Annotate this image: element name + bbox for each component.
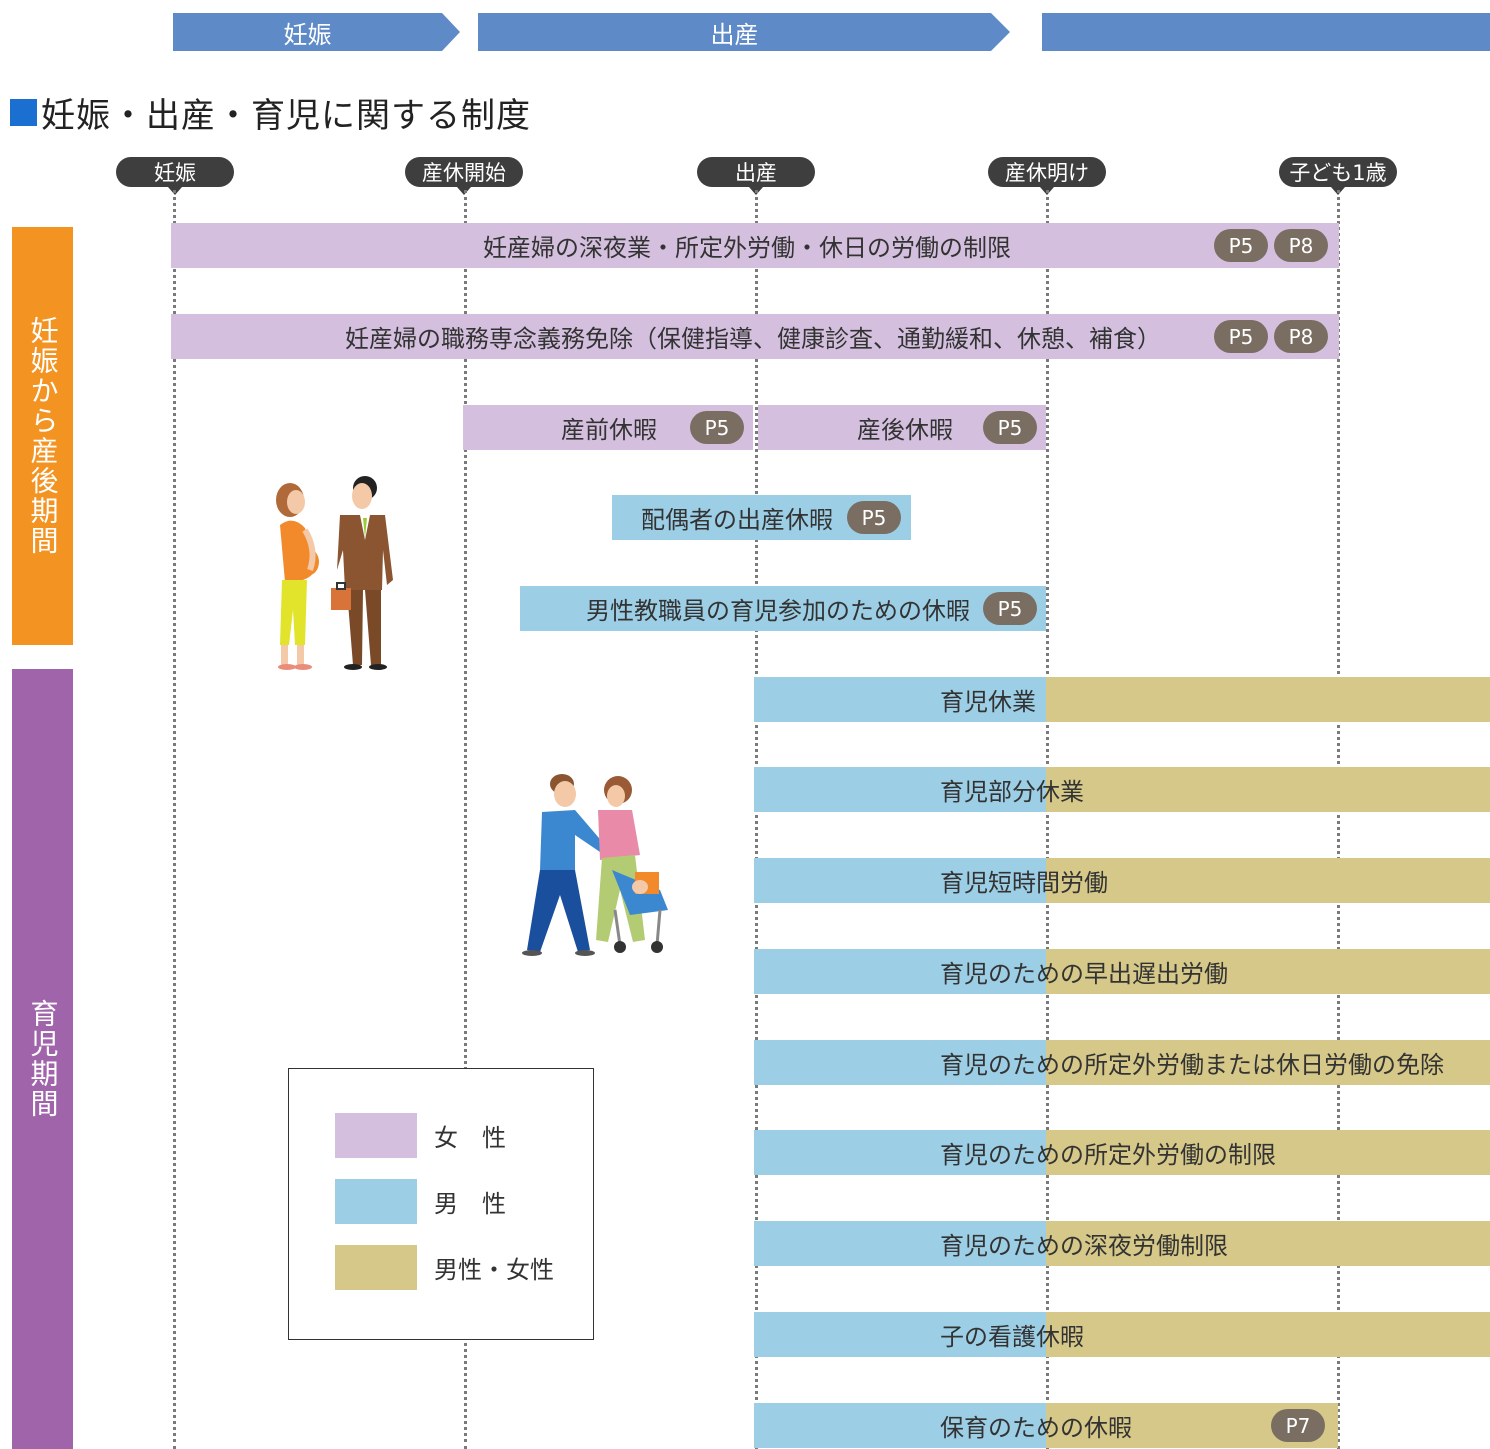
legend-label-male: 男 性 [434, 1190, 506, 1218]
section-title: 妊娠・出産・育児に関する制度 [10, 88, 531, 137]
bar-late-night-limit-label: 妊産婦の深夜業・所定外労働・休日の労働の制限 [483, 234, 1011, 262]
woman-leg-r [297, 645, 304, 665]
badge-p8[interactable]: P8 [1274, 320, 1328, 353]
bar-late-night-limit [171, 223, 1339, 268]
timeline-line-birth [755, 190, 758, 1449]
man-tie [363, 518, 367, 538]
bar-overtime-limit-label: 育児のための所定外労働の制限 [940, 1141, 1276, 1169]
period-childcare-label: 育児期間 [26, 999, 60, 1119]
bar-partial-leave-male [754, 767, 1046, 812]
period-childcare: 育児期間 [12, 669, 73, 1449]
badge-p5[interactable]: P5 [983, 592, 1037, 625]
marker-leave-end: 産休明け [988, 157, 1106, 195]
couple-illustration [276, 476, 393, 670]
legend-label-female: 女 性 [434, 1124, 506, 1152]
title-square-icon [10, 99, 37, 126]
bar-overtime-exemption-label: 育児のための所定外労働または休日労働の免除 [940, 1051, 1444, 1079]
mother-top [598, 810, 640, 860]
bar-early-late-label: 育児のための早出遅出労働 [940, 960, 1228, 988]
legend-swatch-female [335, 1113, 417, 1158]
phase-arrow-birth [478, 13, 1010, 51]
bar-nursing-leave-both [1046, 1312, 1490, 1357]
bar-overtime-limit-male [754, 1130, 1046, 1175]
period-pregnancy-label: 妊娠から産後期間 [26, 316, 60, 556]
baby-face [632, 880, 648, 894]
bar-childcare-leave-male [754, 677, 1046, 722]
bar-prenatal-leave-label: 産前休暇 [561, 416, 657, 444]
legend-swatch-male [335, 1179, 417, 1224]
family-stroller-illustration [522, 774, 668, 956]
phase-label-pregnancy: 妊娠 [283, 20, 332, 49]
legend-label-both: 男性・女性 [434, 1256, 554, 1284]
phase-arrow-pregnancy [173, 13, 460, 51]
bar-spouse-birth-leave-label: 配偶者の出産休暇 [641, 506, 833, 534]
bar-partial-leave-label: 育児部分休業 [940, 778, 1084, 806]
bar-night-limit-male [754, 1221, 1046, 1266]
bar-short-hours-label: 育児短時間労働 [940, 869, 1108, 897]
badge-p8[interactable]: P8 [1274, 229, 1328, 262]
marker-leave-start: 産休開始 [405, 157, 523, 195]
badge-p5[interactable]: P5 [1214, 229, 1268, 262]
legend: 女 性 男 性 男性・女性 [288, 1068, 594, 1340]
phase-arrow-childcare [1042, 13, 1490, 51]
bar-partial-leave-both [1046, 767, 1490, 812]
briefcase [331, 588, 351, 610]
phase-label-birth: 出産 [710, 20, 759, 49]
bar-short-hours-both [1046, 858, 1490, 903]
man-leg-r [365, 590, 381, 665]
badge-p5[interactable]: P5 [847, 501, 901, 534]
bar-postnatal-leave-label: 産後休暇 [857, 416, 953, 444]
marker-birth: 出産 [697, 157, 815, 195]
bar-night-limit-label: 育児のための深夜労働制限 [940, 1232, 1228, 1260]
badge-p7[interactable]: P7 [1271, 1409, 1325, 1442]
period-pregnancy: 妊娠から産後期間 [12, 227, 73, 645]
bar-night-limit-both [1046, 1221, 1490, 1266]
legend-swatch-both [335, 1245, 417, 1290]
woman-leg-l [281, 645, 288, 665]
man-jacket [337, 515, 393, 590]
page-title: 妊娠・出産・育児に関する制度 [41, 96, 531, 136]
bar-early-late-male [754, 949, 1046, 994]
mother-pants [596, 855, 645, 942]
bar-nursery-leave-label: 保育のための休暇 [940, 1414, 1132, 1442]
woman-arm [302, 528, 316, 571]
bar-nursing-leave-label: 子の看護休暇 [940, 1323, 1084, 1351]
phase-arrows [173, 13, 1490, 51]
bar-early-late-both [1046, 949, 1490, 994]
stroller-wheel-r [651, 941, 663, 953]
badge-p5[interactable]: P5 [1214, 320, 1268, 353]
man-face [352, 483, 372, 509]
bar-overtime-exemption-both [1046, 1040, 1490, 1085]
bar-nursery-leave-male [754, 1403, 1046, 1448]
father-pants [527, 870, 590, 952]
phase-label-childcare [1042, 13, 1490, 51]
stroller-wheel-l [614, 941, 626, 953]
marker-child-one-year: 子ども1歳 [1279, 157, 1397, 195]
bar-overtime-limit-both [1046, 1130, 1490, 1175]
bar-male-participation-leave [520, 586, 1046, 631]
father-shirt [540, 810, 605, 870]
bar-duty-exemption [171, 314, 1339, 359]
woman-face [287, 490, 305, 514]
timeline-line-leave-end [1046, 190, 1049, 1449]
bar-overtime-exemption-male [754, 1040, 1046, 1085]
bar-childcare-leave-label: 育児休業 [940, 688, 1036, 716]
mother-face [607, 785, 625, 807]
bar-childcare-leave-both [1046, 677, 1490, 722]
timeline-line-leave-start [464, 190, 467, 1449]
timeline-line-child-one-year [1337, 190, 1340, 1449]
badge-p5[interactable]: P5 [983, 411, 1037, 444]
bar-nursing-leave-male [754, 1312, 1046, 1357]
father-face [554, 781, 576, 807]
bar-short-hours-male [754, 858, 1046, 903]
badge-p5[interactable]: P5 [690, 411, 744, 444]
bar-male-participation-leave-label: 男性教職員の育児参加のための休暇 [586, 597, 970, 625]
marker-pregnancy: 妊娠 [116, 157, 234, 195]
timeline-line-pregnancy [173, 190, 176, 1449]
woman-pants [280, 580, 307, 645]
bar-duty-exemption-label: 妊産婦の職務専念義務免除（保健指導、健康診査、通勤緩和、休憩、補食） [345, 325, 1161, 353]
